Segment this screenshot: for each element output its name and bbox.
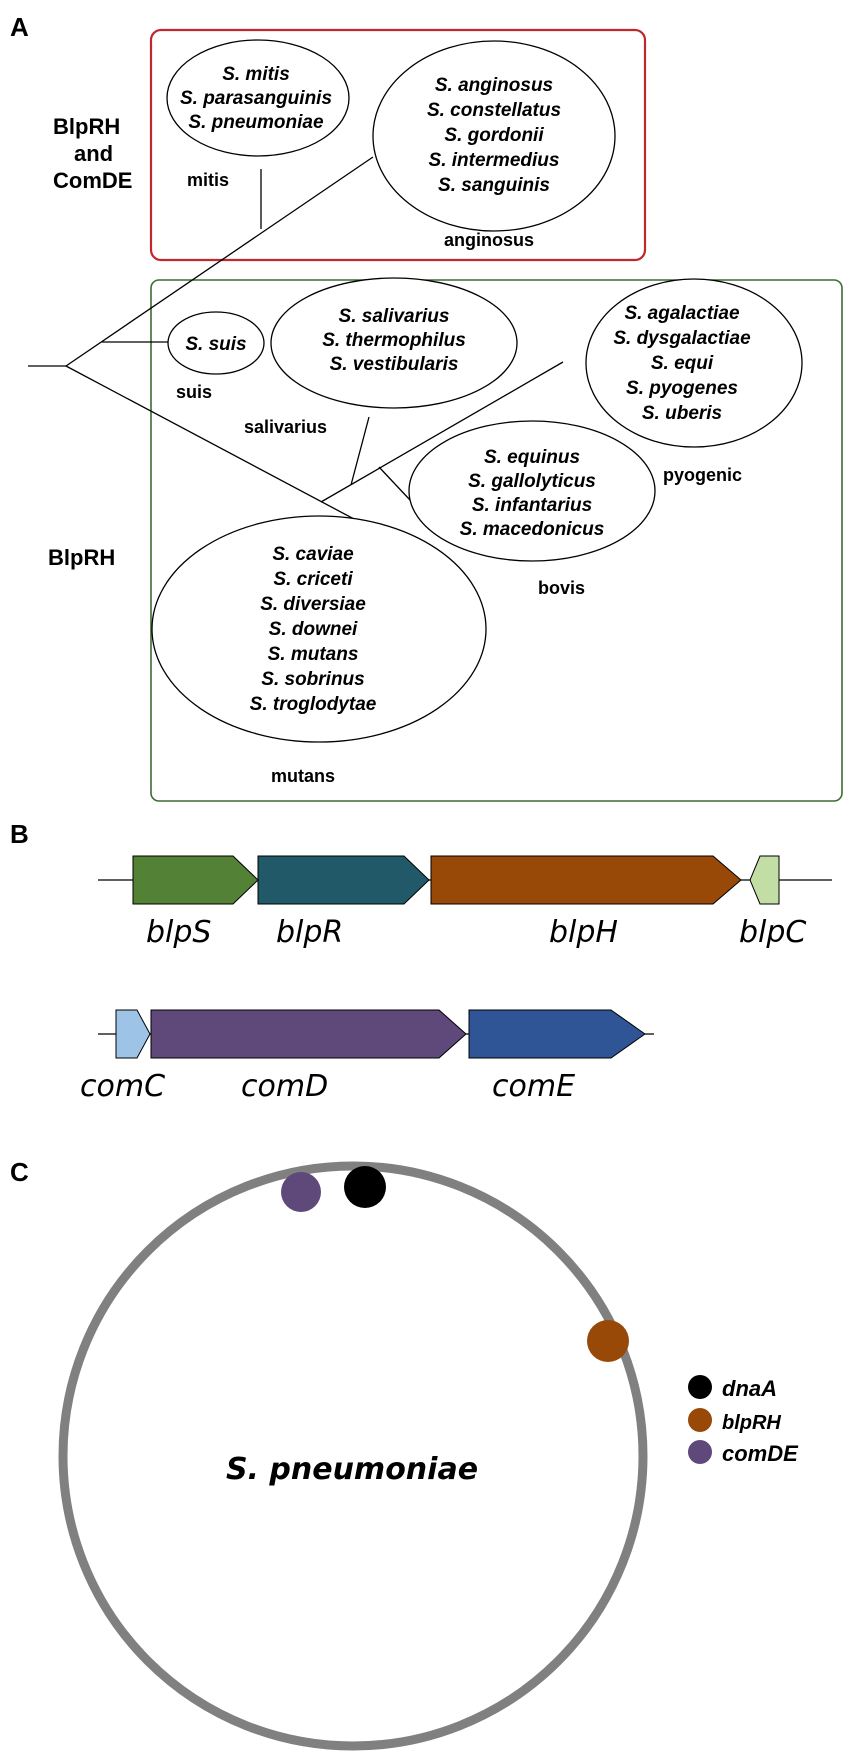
species-name: S. suis	[185, 334, 246, 355]
species-name: S. intermedius	[429, 150, 560, 171]
species-name: S. equi	[651, 353, 714, 374]
species-name: S. mutans	[268, 644, 359, 665]
species-name: S. gordonii	[444, 125, 544, 146]
species-name: S. pyogenes	[626, 378, 738, 399]
legend-swatch-dnaa	[688, 1375, 712, 1399]
gene-label: comD	[241, 1069, 328, 1104]
group-salivarius: S. salivarius S. thermophilus S. vestibu…	[244, 277, 518, 437]
group-mutans: S. caviae S. criceti S. diversiae S. dow…	[151, 515, 487, 786]
group-label: mitis	[187, 170, 229, 190]
marker-dnaa	[344, 1166, 386, 1208]
gene-comc	[115, 1009, 151, 1059]
gene-blpc	[749, 855, 780, 905]
species-name: S. macedonicus	[460, 519, 605, 540]
species-name: S. equinus	[484, 447, 580, 468]
blprh-comde-box	[149, 28, 647, 262]
svg-text:BlpRH: BlpRH	[53, 114, 120, 139]
species-name: S. agalactiae	[624, 303, 740, 324]
panel-label-b: B	[10, 819, 29, 849]
svg-text:ComDE: ComDE	[53, 168, 132, 193]
legend-swatch-blprh	[688, 1408, 712, 1432]
gene-label: blpH	[549, 915, 618, 950]
blprh-box	[150, 279, 843, 802]
gene-label: comE	[492, 1069, 575, 1104]
panel-label-a: A	[10, 12, 29, 42]
species-name: S. constellatus	[427, 100, 561, 121]
species-name: S. infantarius	[472, 495, 592, 516]
chromosome-label: S. pneumoniae	[226, 1452, 478, 1487]
species-name: S. diversiae	[260, 594, 366, 615]
gene-label: blpR	[276, 915, 343, 950]
gene-come	[468, 1009, 646, 1059]
species-name: S. caviae	[272, 544, 354, 565]
group-anginosus: S. anginosus S. constellatus S. gordonii…	[372, 40, 616, 250]
species-name: S. gallolyticus	[468, 471, 596, 492]
species-name: S. pneumoniae	[188, 112, 324, 133]
species-name: S. downei	[269, 619, 358, 640]
gene-label: blpS	[146, 915, 211, 950]
legend: dnaA blpRH comDE	[688, 1375, 799, 1466]
side-label-blprh-comde: BlpRH and ComDE	[53, 114, 132, 193]
species-name: S. salivarius	[339, 306, 450, 327]
species-name: S. sobrinus	[261, 669, 364, 690]
species-name: S. parasanguinis	[180, 88, 332, 109]
marker-blprh	[587, 1320, 629, 1362]
species-name: S. sanguinis	[438, 175, 550, 196]
group-suis: S. suis suis	[167, 311, 265, 402]
legend-label: blpRH	[722, 1412, 781, 1434]
species-name: S. anginosus	[435, 75, 553, 96]
phylogenetic-tree	[28, 156, 564, 537]
panel-label-c: C	[10, 1157, 29, 1187]
group-mitis: S. mitis S. parasanguinis S. pneumoniae …	[166, 39, 350, 190]
chromosome-map: S. pneumoniae	[58, 1161, 648, 1751]
group-bovis: S. equinus S. gallolyticus S. infantariu…	[408, 420, 656, 598]
species-name: S. mitis	[222, 64, 290, 85]
gene-comd	[150, 1009, 467, 1059]
species-name: S. dysgalactiae	[613, 328, 751, 349]
chromosome-ring	[58, 1161, 648, 1751]
group-label: salivarius	[244, 417, 327, 437]
group-label: mutans	[271, 766, 335, 786]
group-label: bovis	[538, 578, 585, 598]
legend-label: dnaA	[722, 1376, 777, 1401]
species-name: S. criceti	[273, 569, 353, 590]
species-name: S. troglodytae	[250, 694, 377, 715]
blp-operon: blpS blpR blpH blpC	[98, 855, 832, 950]
side-label-blprh: BlpRH	[48, 545, 115, 570]
legend-swatch-comde	[688, 1440, 712, 1464]
group-pyogenic: S. agalactiae S. dysgalactiae S. equi S.…	[585, 278, 803, 485]
species-name: S. thermophilus	[322, 330, 466, 351]
species-name: S. uberis	[642, 403, 722, 424]
gene-label: blpC	[739, 915, 806, 950]
marker-comde	[281, 1172, 321, 1212]
group-label: anginosus	[444, 230, 534, 250]
gene-blpr	[257, 855, 430, 905]
gene-blph	[430, 855, 742, 905]
group-label: pyogenic	[663, 465, 742, 485]
svg-text:and: and	[74, 141, 113, 166]
gene-label: comC	[80, 1069, 165, 1104]
legend-label: comDE	[722, 1441, 799, 1466]
com-operon: comC comD comE	[80, 1009, 654, 1104]
species-name: S. vestibularis	[330, 354, 459, 375]
gene-blps	[132, 855, 259, 905]
group-label: suis	[176, 382, 212, 402]
